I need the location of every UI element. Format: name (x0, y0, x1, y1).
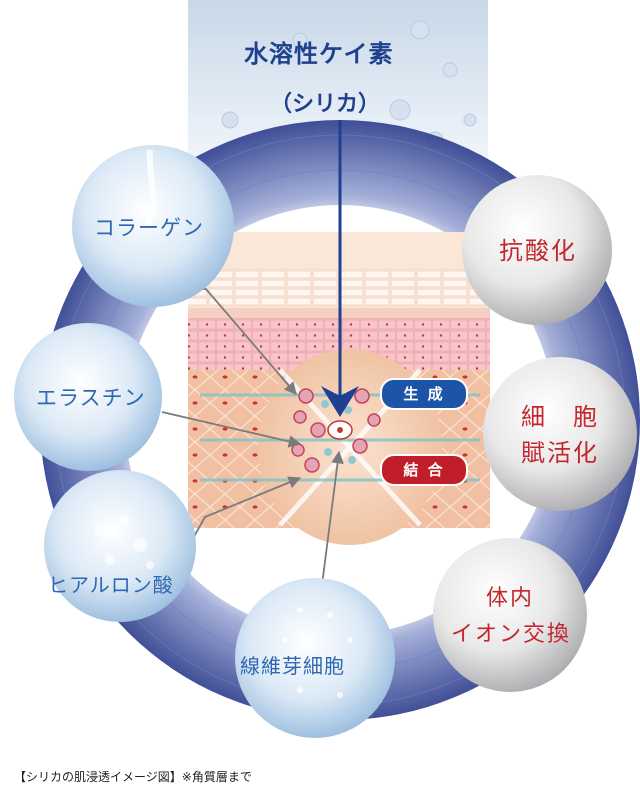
label-ion-line2: イオン交換 (450, 622, 571, 647)
caption: 【シリカの肌浸透イメージ図】※角質層まで (14, 770, 252, 784)
label-collagen: コラーゲン (94, 216, 204, 240)
badge-bind: 結 合 (380, 454, 468, 486)
title-line2: （シリカ） (270, 92, 381, 117)
label-elastin: エラスチン (36, 386, 146, 410)
label-ion-line1: 体内 (485, 586, 534, 611)
label-cell-line1: 細 胞 (521, 403, 599, 431)
badge-generate: 生 成 (380, 378, 468, 410)
label-hyaluronic-acid: ヒアルロン酸 (48, 573, 174, 597)
label-fibroblast: 線維芽細胞 (240, 654, 345, 678)
title-line1: 水溶性ケイ素 (244, 40, 394, 68)
label-cell-line2: 賦活化 (521, 439, 599, 467)
label-antioxidant: 抗酸化 (499, 237, 577, 265)
